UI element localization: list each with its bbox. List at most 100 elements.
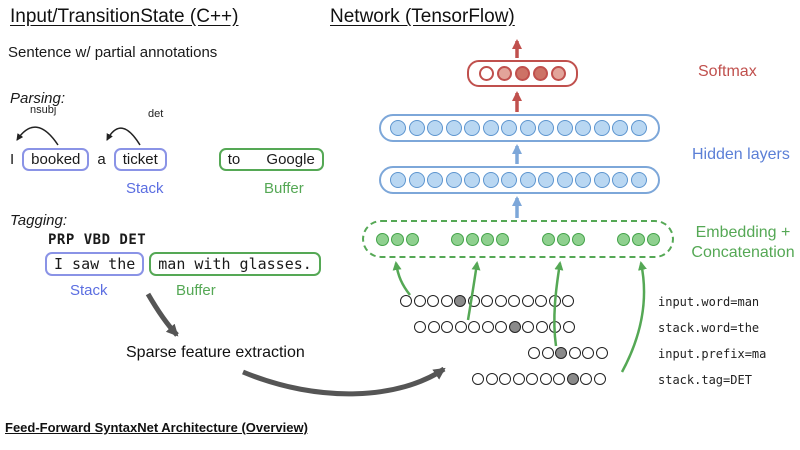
unit-circle: [496, 232, 510, 246]
tagging-buffer-box: man with glasses.: [149, 252, 321, 276]
sparse-feature-caption: Sparse feature extraction: [126, 344, 305, 361]
token-i: I: [10, 151, 15, 168]
unit-circle: [612, 120, 628, 136]
softmax-label: Softmax: [698, 63, 757, 80]
unit-circle: [582, 347, 594, 359]
unit-circle: [541, 347, 554, 359]
unit-circle: [481, 232, 495, 246]
hidden-layer-2: [379, 166, 660, 194]
unit-circle: [533, 66, 548, 81]
unit-circle: [441, 321, 453, 333]
unit-circle: [568, 347, 581, 359]
feature-vector-input-word: [400, 295, 576, 307]
unit-circle: [464, 172, 480, 188]
unit-circle: [580, 373, 592, 385]
unit-circle: [440, 295, 453, 307]
nsubj-arc: [16, 126, 59, 146]
unit-circle: [646, 232, 660, 246]
tagging-stack-label: Stack: [70, 282, 108, 299]
unit-circle: [538, 120, 554, 136]
hidden-layers-label: Hidden layers: [692, 146, 790, 163]
parsing-stack-label: Stack: [126, 180, 164, 197]
sparse-to-network-arrow: [242, 366, 446, 397]
unit-circle: [555, 347, 567, 359]
token-ticket-box: ticket: [113, 148, 167, 171]
unit-circle: [595, 347, 608, 359]
unit-circle: [445, 172, 462, 188]
unit-circle: [479, 66, 494, 81]
tagging-to-sparse-arrow: [145, 292, 179, 337]
unit-circle: [413, 295, 426, 307]
nsubj-arc-label: nsubj: [30, 104, 57, 116]
tagging-token-row: I saw the man with glasses.: [45, 252, 321, 276]
unit-circle: [482, 120, 499, 136]
unit-circle: [593, 120, 610, 136]
unit-circle: [508, 295, 520, 307]
unit-circle: [495, 321, 507, 333]
unit-circle: [481, 295, 493, 307]
buffer-tokens-box: to Google: [218, 148, 324, 171]
hidden-layer-1: [379, 114, 660, 142]
unit-circle: [616, 232, 630, 246]
unit-circle: [562, 295, 574, 307]
unit-circle: [497, 66, 512, 81]
softmax-layer-box: [467, 60, 578, 87]
det-arc: [106, 127, 141, 146]
unit-circle: [400, 295, 412, 307]
unit-circle: [612, 172, 628, 188]
feature-vector-stack-word: [414, 321, 576, 333]
unit-circle: [427, 295, 439, 307]
embedding-group: [616, 232, 660, 246]
unit-circle: [376, 232, 389, 246]
unit-circle: [562, 321, 575, 333]
embedding-label: Embedding + Concatenation: [684, 223, 800, 263]
unit-circle: [408, 172, 425, 188]
feature4-to-embedding-arrow: [620, 261, 647, 373]
feature-vector-input-prefix: [528, 347, 609, 359]
left-title: Input/TransitionState (C++): [10, 6, 239, 27]
unit-circle: [630, 120, 647, 136]
unit-circle: [549, 321, 561, 333]
unit-circle: [451, 232, 465, 246]
unit-circle: [427, 120, 443, 136]
unit-circle: [630, 172, 647, 188]
embedding-label-line1: Embedding +: [695, 224, 791, 241]
unit-circle: [408, 120, 425, 136]
unit-circle: [575, 120, 591, 136]
unit-circle: [454, 321, 467, 333]
tagging-stack-box: I saw the: [45, 252, 145, 276]
embedding-concatenation-box: [362, 220, 674, 258]
unit-circle: [427, 172, 443, 188]
unit-circle: [571, 232, 585, 246]
det-arc-label: det: [148, 108, 164, 120]
unit-circle: [535, 295, 547, 307]
unit-circle: [526, 373, 538, 385]
unit-circle: [481, 321, 494, 333]
unit-circle: [538, 172, 554, 188]
unit-circle: [468, 321, 480, 333]
unit-circle: [575, 172, 591, 188]
right-title: Network (TensorFlow): [330, 6, 515, 27]
feature2-to-embedding-arrow: [466, 261, 481, 321]
unit-circle: [508, 321, 521, 333]
unit-circle: [485, 373, 498, 385]
unit-circle: [501, 120, 517, 136]
unit-circle: [539, 373, 552, 385]
unit-circle: [464, 120, 480, 136]
unit-circle: [551, 66, 566, 81]
unit-circle: [482, 172, 499, 188]
unit-circle: [391, 232, 404, 246]
unit-circle: [593, 373, 606, 385]
feature-label-stack-tag: stack.tag=DET: [658, 373, 752, 387]
tagging-buffer-label: Buffer: [176, 282, 216, 299]
subtitle: Sentence w/ partial annotations: [8, 44, 218, 61]
unit-circle: [566, 373, 579, 385]
unit-circle: [467, 295, 480, 307]
unit-circle: [556, 120, 573, 136]
footer-caption: Feed-Forward SyntaxNet Architecture (Ove…: [5, 420, 308, 435]
unit-circle: [499, 373, 511, 385]
embedding-group: [376, 232, 419, 246]
tagging-heading: Tagging:: [10, 212, 67, 229]
feature-label-input-word: input.word=man: [658, 295, 760, 309]
